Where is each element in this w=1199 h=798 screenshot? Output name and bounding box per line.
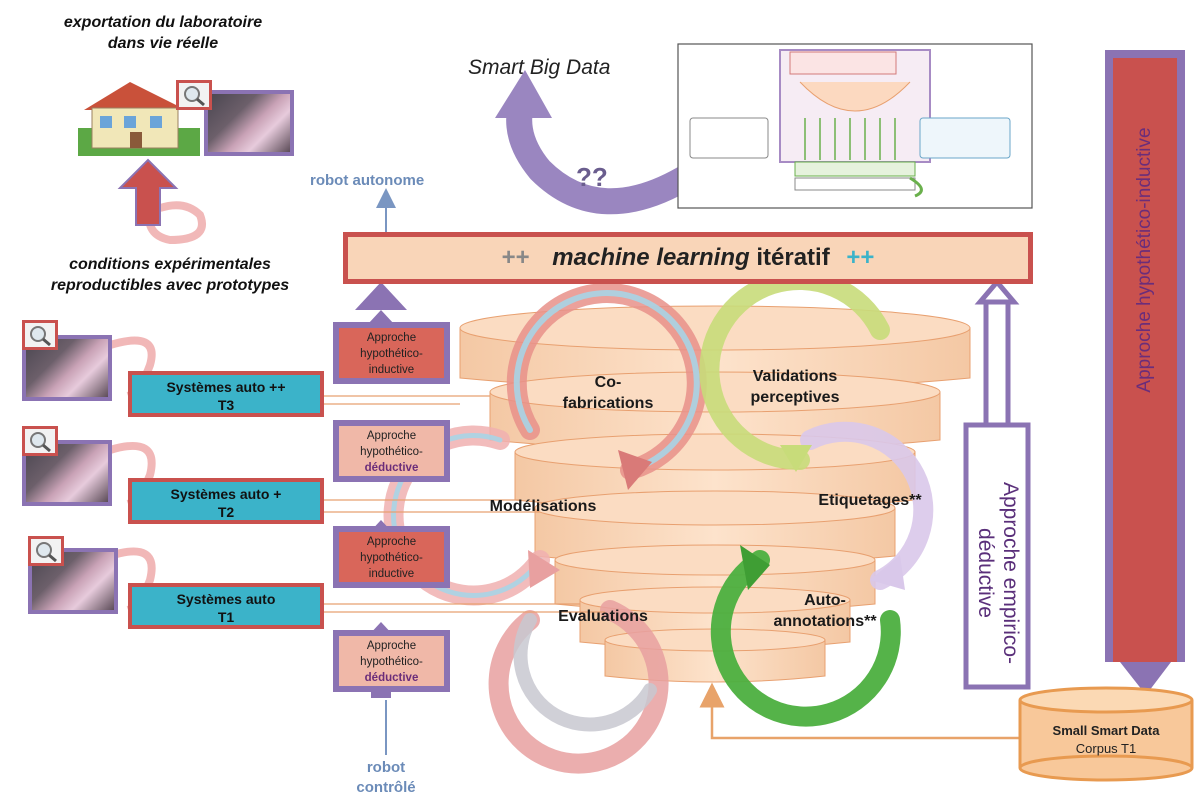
system-t1-line1: Systèmes auto: [176, 591, 276, 607]
empirico-label: Approche empirico- déductive: [971, 453, 1023, 693]
etiquetages-label: Etiquetages**: [818, 492, 922, 509]
cycle-arrowhead: [618, 450, 652, 490]
magnifier-icon: [28, 536, 64, 566]
cofab-line1: Co-: [594, 374, 622, 391]
system-t1: Systèmes auto T1: [128, 583, 324, 629]
hypo-inductive-label: Approche hypothético-inductive: [1134, 127, 1155, 393]
system-t3-line1: Systèmes auto ++: [166, 379, 286, 395]
approach-line3: inductive: [368, 568, 415, 580]
conditions-label: conditions expérimentales reproductibles…: [0, 254, 340, 296]
system-connectors: [324, 395, 605, 613]
export-arrow: [117, 158, 179, 226]
approach-box-inductive: Approche hypothético- inductive: [333, 526, 450, 588]
smart-big-data-arrowhead: [495, 70, 552, 118]
validations-label: Validations perceptives: [720, 366, 870, 408]
system-t2-line2: T2: [217, 504, 235, 520]
approach-line2: hypothético-: [360, 348, 423, 360]
export-label-line1: exportation du laboratoire: [63, 14, 263, 31]
database-subtitle: Corpus T1: [1075, 741, 1137, 756]
valid-line2: perceptives: [750, 389, 840, 406]
approach-line1: Approche: [366, 430, 417, 442]
approach-line3: déductive: [339, 670, 444, 686]
smart-big-data-arrow: [506, 107, 697, 215]
empirico-arrow: [963, 278, 1031, 690]
cofabrications-label: Co- fabrications: [548, 372, 668, 414]
export-label-line2: dans vie réelle: [107, 35, 219, 52]
approach-line2: hypothético-: [360, 446, 423, 458]
approach-box-inductive: Approche hypothético- inductive: [333, 322, 450, 384]
ml-plus-right: ++: [846, 244, 875, 271]
modelisations-label: Modélisations: [489, 498, 597, 515]
approach-deductive-emph: déductive: [364, 462, 419, 474]
robot-photo: [22, 335, 112, 401]
robot-controle-line2: contrôlé: [356, 779, 416, 796]
evaluations-label: Evaluations: [558, 608, 648, 625]
hypo-inductive-arrow: [1105, 50, 1185, 695]
approach-line1: Approche: [366, 536, 417, 548]
robot-controle-line1: robot: [366, 759, 406, 776]
robot-photo: [22, 440, 112, 506]
approach-line3: inductive: [368, 364, 415, 376]
auto-line2: annotations**: [773, 613, 877, 630]
autoannotations-label: Auto- annotations**: [755, 590, 895, 632]
machine-learning-banner: ++ machine learning itératif ++: [343, 232, 1033, 284]
ml-normal-text: itératif: [756, 244, 830, 271]
db-feedback-arrow: [699, 682, 1030, 740]
robot-autonome-label: robot autonome: [310, 172, 425, 189]
empirico-line2: déductive: [974, 528, 997, 618]
conditions-label-line2: reproductibles avec prototypes: [50, 277, 290, 294]
approach-line1: Approche: [366, 332, 417, 344]
system-t2: Systèmes auto + T2: [128, 478, 324, 524]
auto-line1: Auto-: [804, 592, 846, 609]
valid-line1: Validations: [752, 368, 838, 385]
robot-photo: [204, 90, 294, 156]
cycle-arrowhead: [780, 445, 812, 472]
cofab-line2: fabrications: [562, 395, 654, 412]
approach-box-deductive: Approche hypothético- déductive: [333, 420, 450, 482]
database-cylinder: [1018, 686, 1194, 782]
magnifier-icon: [22, 426, 58, 456]
system-t2-line1: Systèmes auto +: [170, 486, 282, 502]
smart-big-data-label: Smart Big Data: [468, 56, 611, 79]
database-label: Small Smart Data Corpus T1: [1024, 722, 1188, 758]
system-t1-line2: T1: [217, 609, 235, 625]
system-t3: Systèmes auto ++ T3: [128, 371, 324, 417]
conditions-label-line1: conditions expérimentales: [69, 256, 271, 273]
robot-controle-label: robot contrôlé: [340, 758, 432, 798]
cycle-arrowhead: [740, 545, 770, 590]
approach-deductive-emph: déductive: [364, 672, 419, 684]
empirico-line1: Approche empirico-: [999, 481, 1022, 665]
ml-italic-text: machine learning: [552, 244, 750, 271]
export-label: exportation du laboratoire dans vie réel…: [28, 12, 298, 54]
approach-line2: hypothético-: [360, 552, 423, 564]
database-title: Small Smart Data: [1052, 723, 1160, 738]
magnifier-icon: [176, 80, 212, 110]
approach-box-deductive: Approche hypothético- déductive: [333, 630, 450, 692]
system-t3-line2: T3: [217, 397, 235, 413]
approach-line1: Approche: [366, 640, 417, 652]
cycle-arrowhead: [870, 555, 905, 590]
approach-line3: déductive: [339, 460, 444, 476]
smart-big-data-figure: [677, 43, 1033, 209]
approach-line2: hypothético-: [360, 656, 423, 668]
unknown-marker: ??: [576, 162, 608, 192]
magnifier-icon: [22, 320, 58, 350]
robot-photo: [28, 548, 118, 614]
ml-plus-left: ++: [501, 244, 530, 271]
house-icon: [78, 82, 200, 156]
cycle-arrowhead: [528, 550, 560, 588]
